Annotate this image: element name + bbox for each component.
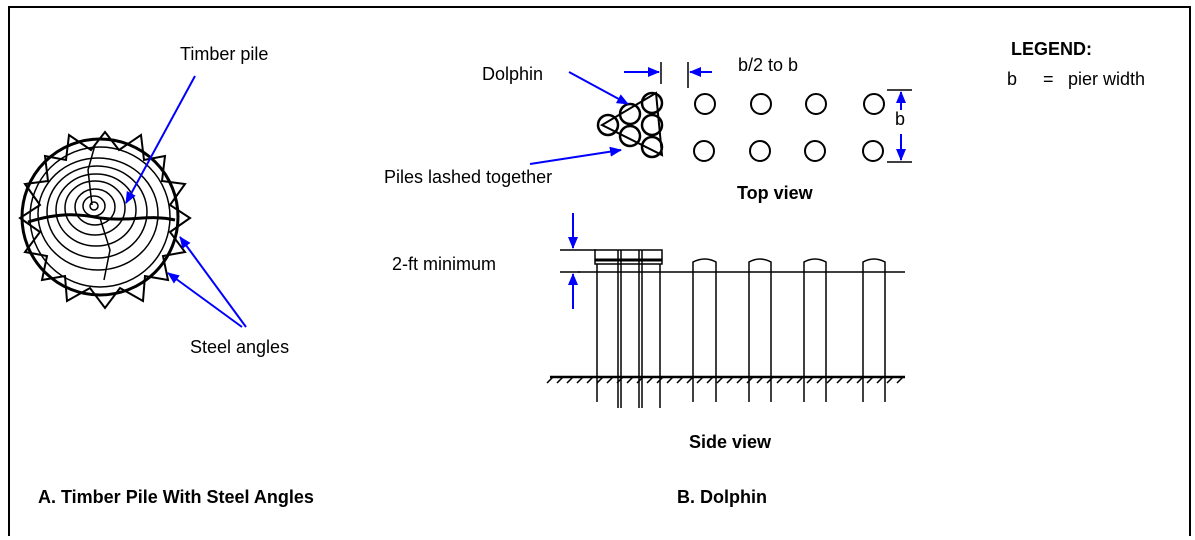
steel-angle-arrow-1 — [179, 236, 247, 328]
min-label: 2-ft minimum — [392, 254, 497, 274]
dolphin-cluster — [596, 91, 664, 159]
panel-a-caption: A. Timber Pile With Steel Angles — [38, 487, 314, 507]
timber-pile-arrow — [125, 75, 196, 204]
timber-pile-label: Timber pile — [180, 44, 269, 64]
b-dimension-label: b — [895, 109, 906, 129]
timber-pile-drawing — [18, 130, 192, 310]
spacing-label: b/2 to b — [738, 55, 799, 75]
pier-piles-top-view — [693, 93, 885, 162]
steel-angles-label: Steel angles — [190, 337, 290, 357]
side-view-label: Side view — [689, 432, 772, 452]
spacing-dimension — [624, 62, 712, 88]
top-view-label: Top view — [737, 183, 813, 203]
legend-definition: pier width — [1068, 69, 1146, 89]
legend-equals: = — [1043, 69, 1054, 89]
pile-outer-ring — [20, 137, 180, 297]
figure-frame — [8, 6, 1191, 536]
side-view-drawing — [546, 249, 905, 408]
piles-lashed-arrow — [529, 146, 622, 165]
legend-symbol: b — [1007, 69, 1018, 89]
steel-angle-arrow-2 — [167, 272, 243, 328]
panel-a-arrows — [125, 75, 247, 328]
dolphin-arrow — [568, 71, 629, 105]
piles-lashed-label: Piles lashed together — [384, 167, 553, 187]
dolphin-label: Dolphin — [482, 64, 544, 84]
b-dimension — [887, 89, 912, 163]
legend-title: LEGEND: — [1011, 39, 1092, 59]
min-dimension — [560, 213, 596, 309]
panel-b-arrows — [529, 71, 629, 165]
panel-b-caption: B. Dolphin — [677, 487, 767, 507]
